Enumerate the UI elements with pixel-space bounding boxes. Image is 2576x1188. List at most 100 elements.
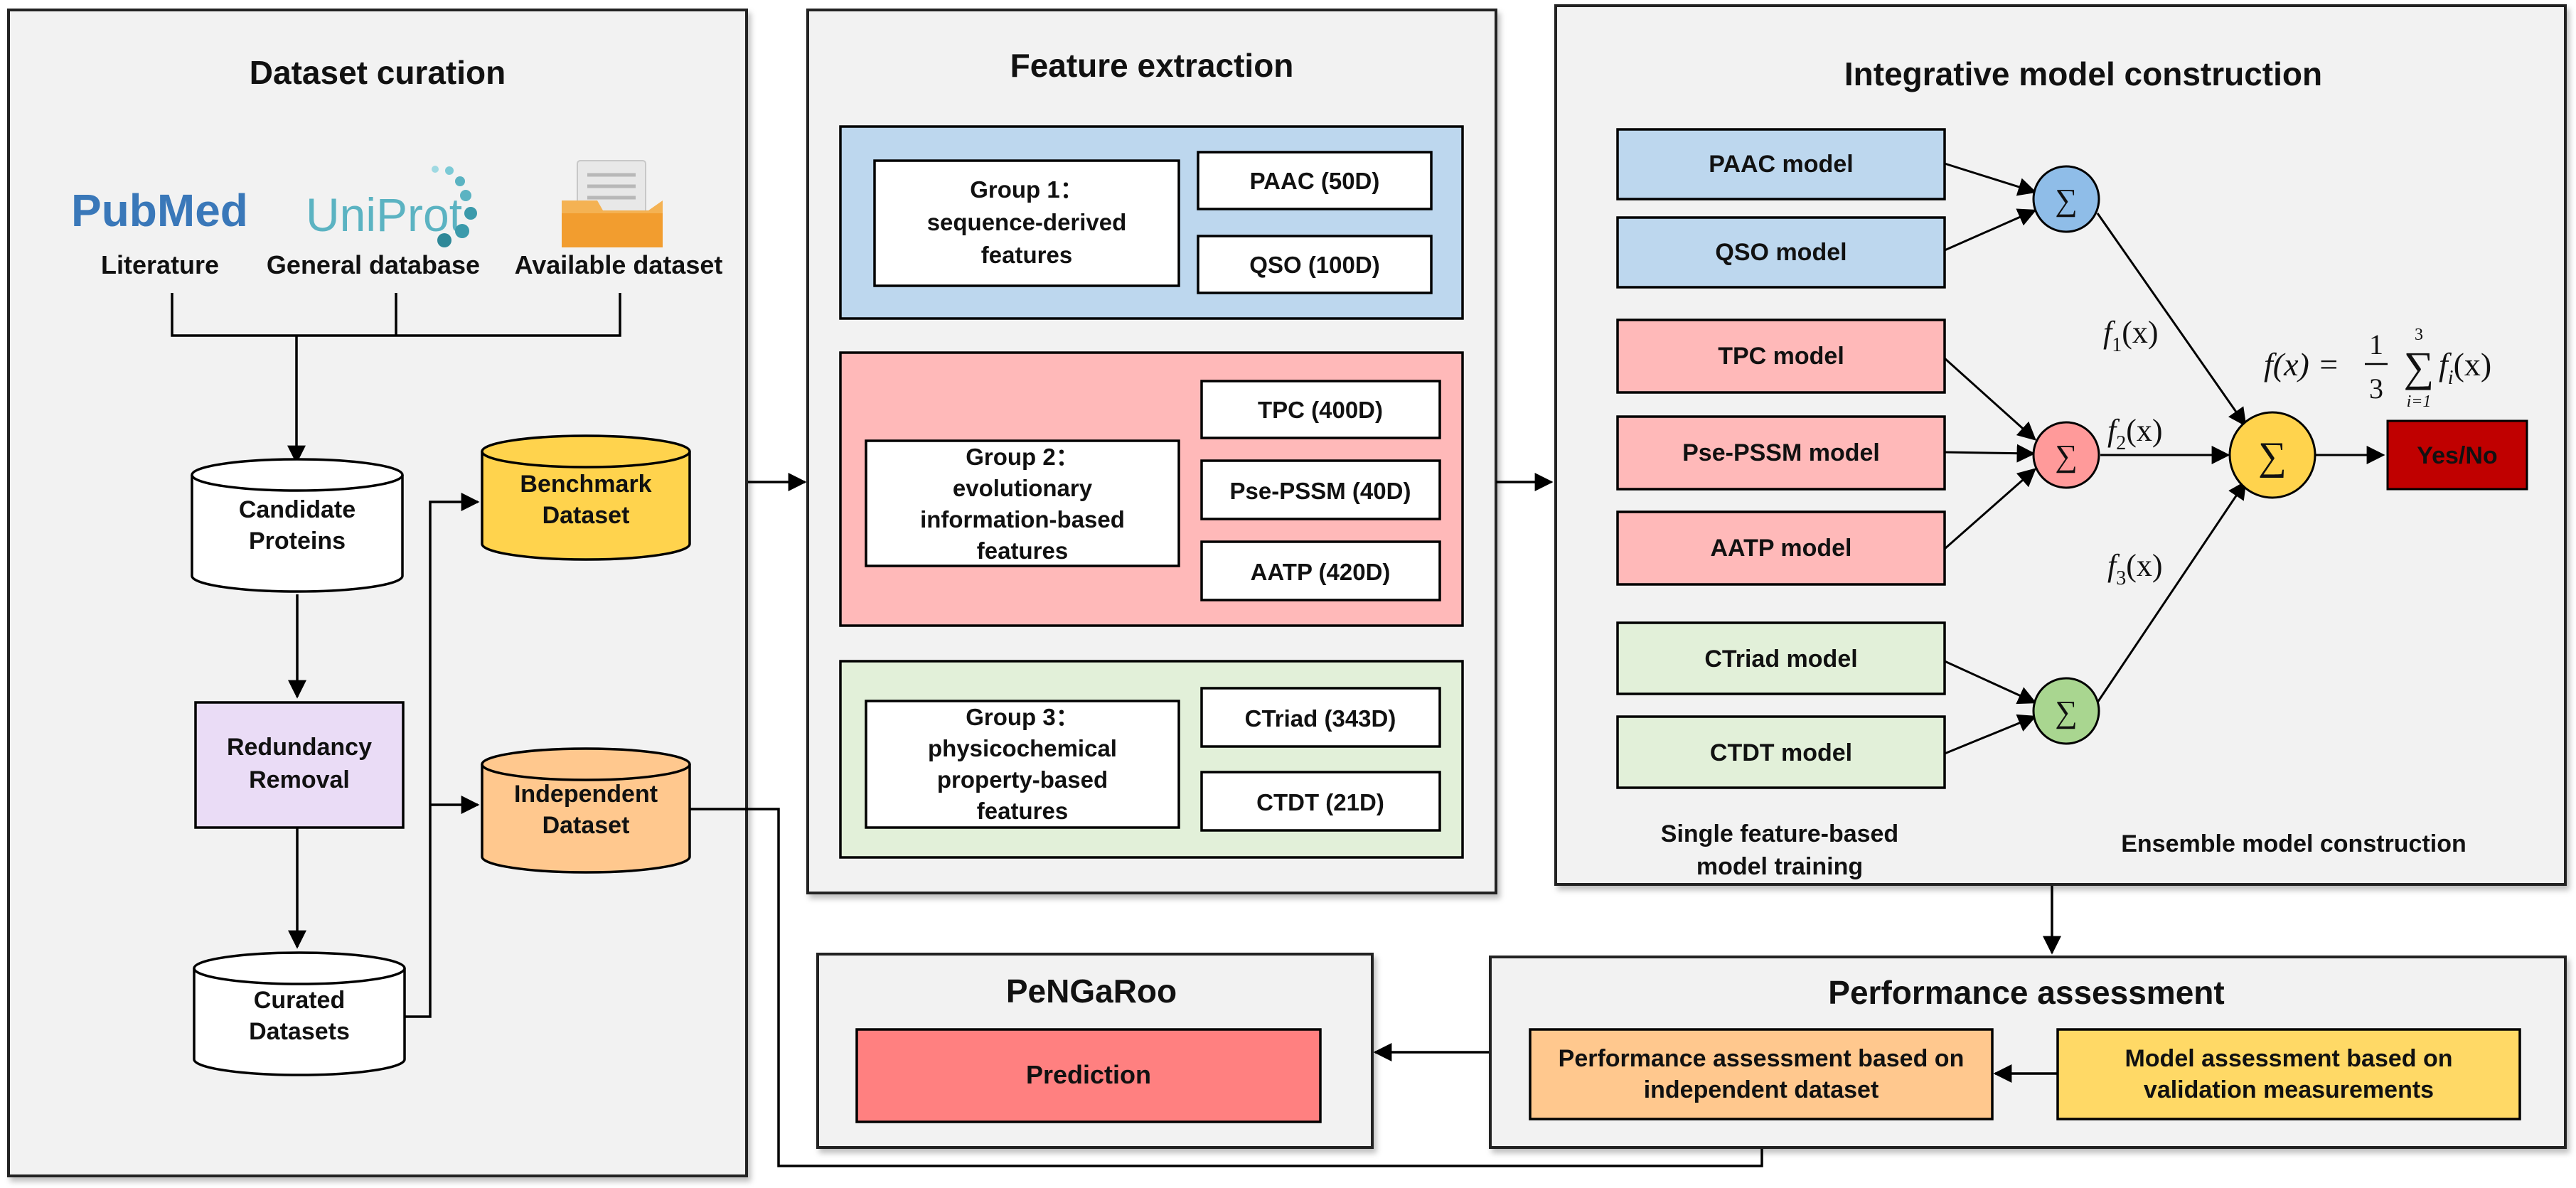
svg-text:PAAC model: PAAC model	[1709, 151, 1853, 178]
folder-icon	[562, 160, 663, 247]
panel-integrative-model: Integrative model construction PAAC mode…	[1554, 4, 2567, 886]
uniprot-logo-icon: UniProt	[306, 166, 477, 247]
performance-validation-box	[2056, 1028, 2521, 1120]
svg-text:Removal: Removal	[249, 766, 350, 793]
candidate-proteins-node: Candidate Proteins	[191, 458, 404, 593]
feature-ctdt	[1200, 771, 1441, 832]
panel-title-features: Feature extraction	[1010, 47, 1294, 84]
caption-single-feature: Single feature-based	[1661, 820, 1898, 847]
panel-pengaroo: PeNGaRoo Prediction	[816, 953, 1374, 1149]
svg-text:property-based: property-based	[937, 766, 1108, 793]
svg-text:Pse-PSSM model: Pse-PSSM model	[1682, 439, 1880, 466]
svg-text:∑: ∑	[2055, 439, 2077, 473]
model-aatp	[1616, 510, 1946, 586]
model-ctriad	[1616, 621, 1946, 695]
group-2-box: Group 2： evolutionary information-based …	[839, 351, 1464, 627]
svg-text:features: features	[977, 537, 1068, 564]
svg-text:PubMed: PubMed	[71, 185, 248, 236]
svg-text:∑: ∑	[2258, 434, 2287, 478]
feature-aatp	[1200, 540, 1441, 601]
svg-text:Group 3：: Group 3：	[966, 704, 1079, 730]
source-caption-available-dataset: Available dataset	[515, 250, 723, 279]
ensemble-formula: f(x) = 1 3 3 ∑ i=1 fi(x)	[2264, 326, 2491, 411]
svg-text:f3(x): f3(x)	[2107, 548, 2163, 589]
svg-text:∑: ∑	[2404, 343, 2435, 390]
svg-text:Pse-PSSM (40D): Pse-PSSM (40D)	[1230, 478, 1411, 504]
source-caption-literature: Literature	[101, 250, 219, 279]
output-yes-no: Yes/No	[2386, 419, 2528, 491]
svg-text:i=1: i=1	[2407, 392, 2432, 411]
svg-text:Curated: Curated	[254, 987, 345, 1014]
model-qso	[1616, 216, 1946, 289]
svg-text:CTDT model: CTDT model	[1710, 739, 1852, 766]
panel-performance-assessment: Performance assessment Performance asses…	[1489, 956, 2567, 1149]
svg-text:Prediction: Prediction	[1026, 1060, 1151, 1089]
panel-dataset-curation: Dataset curation PubMed Literature UniPr…	[7, 9, 748, 1177]
svg-text:fi(x): fi(x)	[2439, 346, 2491, 389]
model-paac	[1616, 128, 1946, 200]
svg-text:Candidate: Candidate	[239, 496, 356, 523]
panel-feature-extraction: Feature extraction Group 1： sequence-der…	[806, 9, 1497, 894]
prediction-box	[855, 1028, 1322, 1123]
svg-text:UniProt: UniProt	[306, 188, 462, 241]
model-pse-pssm	[1616, 415, 1946, 491]
svg-text:Performance assessment based o: Performance assessment based on	[1559, 1045, 1965, 1072]
svg-text:information-based: information-based	[920, 506, 1125, 533]
panel-title-curation: Dataset curation	[250, 54, 506, 91]
feature-qso	[1197, 235, 1433, 294]
group-1-box: Group 1： sequence-derived features PAAC …	[839, 125, 1464, 320]
panel-title-pengaroo: PeNGaRoo	[1006, 973, 1177, 1010]
svg-text:Group 2：: Group 2：	[966, 444, 1079, 470]
svg-text:CTriad model: CTriad model	[1704, 646, 1857, 673]
svg-text:features: features	[981, 242, 1072, 268]
svg-text:Proteins: Proteins	[249, 528, 346, 555]
performance-independent-box	[1529, 1028, 1994, 1120]
model-tpc	[1616, 319, 1946, 394]
pubmed-logo-icon: PubMed	[71, 185, 248, 236]
group-3-box: Group 3： physicochemical property-based …	[839, 660, 1464, 859]
svg-text:QSO model: QSO model	[1715, 239, 1847, 266]
svg-text:PAAC (50D): PAAC (50D)	[1250, 168, 1380, 194]
feature-paac	[1197, 151, 1433, 210]
svg-text:Redundancy: Redundancy	[227, 734, 372, 761]
panel-title-performance: Performance assessment	[1828, 974, 2224, 1011]
svg-text:1: 1	[2369, 328, 2383, 360]
sum-node-green: ∑	[2032, 677, 2100, 745]
svg-text:∑: ∑	[2055, 695, 2077, 729]
svg-text:features: features	[977, 798, 1068, 824]
model-ctdt	[1616, 715, 1946, 789]
svg-text:Dataset: Dataset	[543, 812, 630, 839]
curated-datasets-node: Curated Datasets	[193, 951, 406, 1076]
svg-text:AATP model: AATP model	[1711, 535, 1852, 562]
svg-text:AATP (420D): AATP (420D)	[1251, 559, 1391, 585]
caption-ensemble: Ensemble model construction	[2121, 830, 2467, 857]
svg-text:∑: ∑	[2055, 183, 2077, 218]
svg-text:Independent: Independent	[514, 781, 658, 808]
svg-text:QSO (100D): QSO (100D)	[1249, 252, 1379, 278]
feature-ctriad	[1200, 687, 1441, 748]
svg-text:TPC model: TPC model	[1718, 343, 1844, 370]
svg-text:sequence-derived: sequence-derived	[927, 209, 1127, 235]
panel-title-integrative: Integrative model construction	[1844, 55, 2322, 92]
label-f3: f3(x)	[2107, 548, 2163, 589]
svg-text:Group 1：: Group 1：	[970, 176, 1084, 203]
svg-text:physicochemical: physicochemical	[928, 735, 1117, 761]
feature-pse-pssm	[1200, 459, 1441, 520]
svg-text:Dataset: Dataset	[543, 502, 630, 529]
source-caption-general-database: General database	[267, 250, 480, 279]
arrow-independent-to-performance	[690, 808, 1771, 1167]
redundancy-removal-node: Redundancy Removal	[194, 701, 405, 829]
svg-text:f(x) =: f(x) =	[2264, 346, 2339, 382]
feature-tpc	[1200, 380, 1441, 439]
svg-text:3: 3	[2369, 373, 2383, 405]
sum-node-ensemble: ∑	[2228, 411, 2316, 499]
svg-text:Model assessment based on: Model assessment based on	[2125, 1045, 2452, 1072]
sum-node-pink: ∑	[2032, 421, 2100, 489]
svg-text:CTriad (343D): CTriad (343D)	[1245, 705, 1396, 732]
svg-text:validation measurements: validation measurements	[2144, 1076, 2434, 1103]
sum-node-blue: ∑	[2032, 165, 2100, 233]
svg-text:evolutionary: evolutionary	[953, 475, 1093, 501]
svg-text:model training: model training	[1696, 853, 1863, 880]
benchmark-dataset-node: Benchmark Dataset	[481, 434, 691, 561]
svg-text:Benchmark: Benchmark	[520, 471, 651, 498]
